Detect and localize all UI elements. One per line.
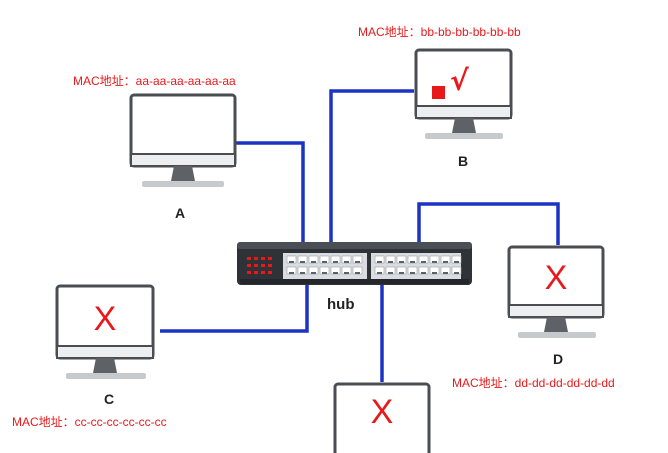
mac-label-c: MAC地址：cc-cc-cc-cc-cc-cc	[12, 415, 167, 429]
node-label-d: D	[553, 351, 564, 367]
d-x-mark-icon: X	[544, 259, 568, 297]
b-check-mark-icon: √	[450, 64, 469, 97]
cables	[160, 89, 560, 382]
network-hub-icon	[237, 242, 472, 285]
hub-status-leds	[247, 257, 272, 274]
computer-c-monitor-icon	[55, 284, 155, 379]
computer-d-monitor-icon	[507, 245, 605, 338]
cable-a	[234, 141, 305, 244]
node-label-a: A	[175, 205, 186, 221]
mac-label-b: MAC地址：bb-bb-bb-bb-bb-bb	[358, 25, 521, 39]
computer-b-monitor-icon	[414, 48, 513, 139]
node-label-c: C	[104, 391, 115, 407]
cable-d	[417, 202, 560, 245]
c-x-mark-icon: X	[93, 300, 117, 338]
hub-label: hub	[327, 296, 355, 313]
e-x-mark-icon: X	[370, 393, 394, 431]
cable-c	[160, 282, 309, 333]
hub-port-panel	[283, 253, 462, 279]
mac-label-d: MAC地址：dd-dd-dd-dd-dd-dd	[452, 376, 615, 390]
mac-label-a: MAC地址：aa-aa-aa-aa-aa-aa	[73, 74, 236, 88]
cable-b	[329, 89, 414, 244]
node-label-b: B	[458, 153, 469, 169]
computer-e-monitor-icon	[333, 382, 431, 453]
computer-a-monitor-icon	[129, 93, 237, 187]
b-red-square-icon	[432, 86, 445, 99]
